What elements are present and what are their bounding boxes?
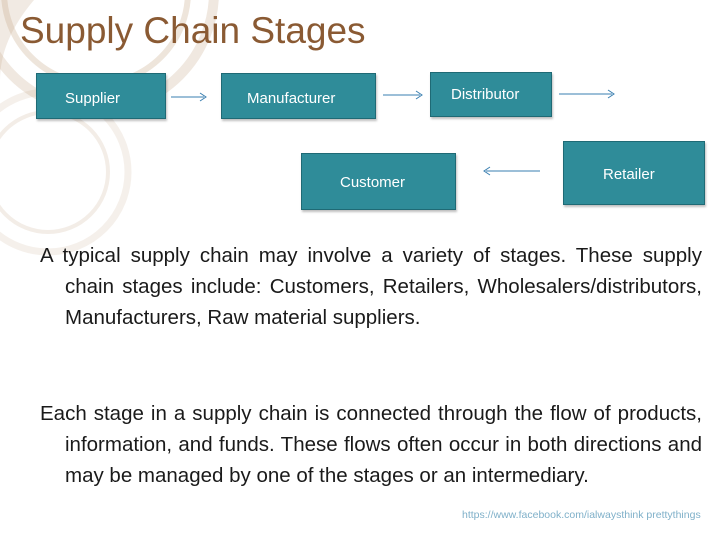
stage-manufacturer: Manufacturer bbox=[221, 73, 376, 119]
paragraph-flows: Each stage in a supply chain is connecte… bbox=[40, 402, 702, 487]
arrow-retailer-to-customer bbox=[483, 166, 540, 176]
arrow-distributor-to-retailer bbox=[559, 89, 615, 99]
stage-supplier: Supplier bbox=[36, 73, 166, 119]
page-title: Supply Chain Stages bbox=[20, 10, 366, 51]
stage-customer-label: Customer bbox=[340, 174, 406, 191]
stage-customer: Customer bbox=[301, 153, 456, 210]
arrow-manufacturer-to-distributor bbox=[383, 90, 423, 100]
source-url: https://www.facebook.com/ialwaysthink pr… bbox=[462, 509, 701, 521]
paragraph-stages: A typical supply chain may involve a var… bbox=[40, 244, 702, 329]
arrow-supplier-to-manufacturer bbox=[171, 92, 207, 102]
stage-retailer-label: Retailer bbox=[603, 166, 655, 183]
stage-manufacturer-label: Manufacturer bbox=[247, 90, 336, 107]
stage-distributor: Distributor bbox=[430, 72, 552, 117]
stage-distributor-label: Distributor bbox=[451, 86, 520, 103]
stage-supplier-label: Supplier bbox=[65, 90, 121, 107]
stage-retailer: Retailer bbox=[563, 141, 705, 205]
